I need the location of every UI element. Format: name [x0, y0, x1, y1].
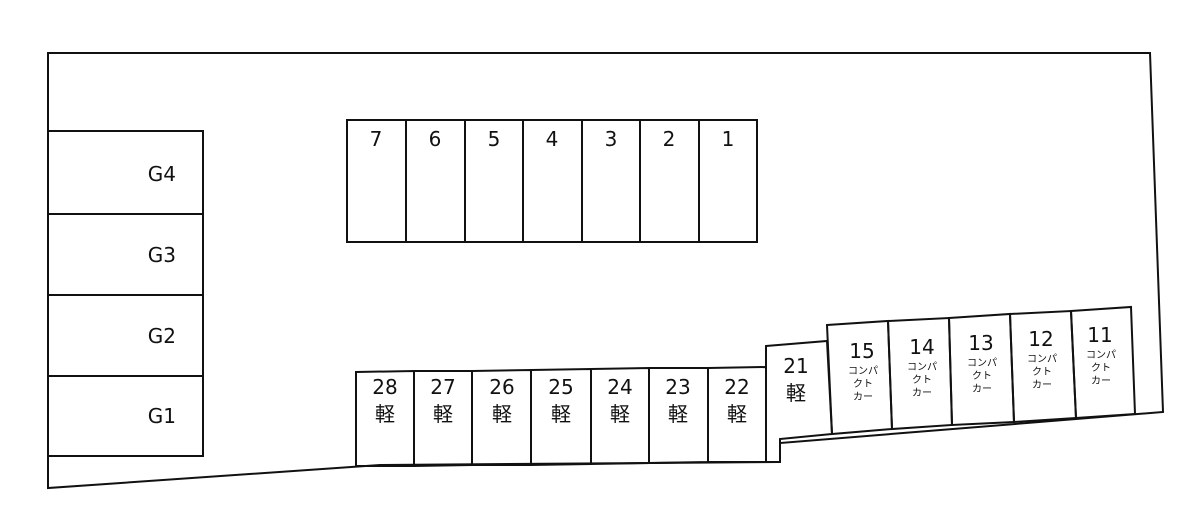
parking-space-15 — [825, 319, 894, 436]
garage-label-g2: G2 — [148, 324, 176, 348]
space-type-12-line1: コンパ — [1027, 353, 1057, 365]
space-type-15-line2: クト — [853, 378, 873, 390]
space-label-11: 11 — [1087, 323, 1112, 347]
garage-label-g3: G3 — [148, 243, 176, 267]
space-label-24: 24 — [607, 375, 632, 399]
space-type-14-line3: カー — [912, 387, 932, 399]
space-label-22: 22 — [724, 375, 749, 399]
top-row-spaces: 7 6 5 4 3 2 1 — [346, 119, 758, 243]
space-label-21: 21 — [783, 354, 808, 378]
compact-row-spaces: 15 コンパ クト カー 14 コンパ クト カー 13 コンパ クト カー 1… — [825, 305, 1137, 436]
space-label-4: 4 — [546, 127, 559, 151]
garage-block: G4 G3 G2 G1 — [48, 130, 204, 457]
space-type-28: 軽 — [375, 402, 395, 426]
space-label-25: 25 — [548, 375, 573, 399]
space-type-11-line1: コンパ — [1086, 349, 1116, 361]
space-type-14-line1: コンパ — [907, 361, 937, 373]
space-type-24: 軽 — [610, 402, 630, 426]
space-type-22: 軽 — [727, 402, 747, 426]
space-type-14-line2: クト — [912, 374, 932, 386]
space-label-2: 2 — [663, 127, 676, 151]
space-type-13-line3: カー — [972, 383, 992, 395]
garage-outline — [48, 130, 204, 457]
space-label-26: 26 — [489, 375, 514, 399]
space-label-7: 7 — [370, 127, 383, 151]
space-label-23: 23 — [665, 375, 690, 399]
space-type-12-line2: クト — [1032, 366, 1052, 378]
parking-space-11 — [1069, 305, 1137, 420]
space-label-3: 3 — [605, 127, 618, 151]
parking-space-1 — [698, 119, 758, 243]
space-label-5: 5 — [488, 127, 501, 151]
space-label-28: 28 — [372, 375, 397, 399]
space-type-26: 軽 — [492, 402, 512, 426]
garage-label-g1: G1 — [148, 404, 176, 428]
space-type-15-line1: コンパ — [848, 365, 878, 377]
space-type-27: 軽 — [433, 402, 453, 426]
space-type-15-line3: カー — [853, 391, 873, 403]
space-type-12-line3: カー — [1032, 379, 1052, 391]
space-label-14: 14 — [909, 335, 934, 359]
space-type-13-line2: クト — [972, 370, 992, 382]
space-label-1: 1 — [722, 127, 735, 151]
space-type-13-line1: コンパ — [967, 357, 997, 369]
space-label-6: 6 — [429, 127, 442, 151]
kei-row-spaces: 28 軽 27 軽 26 軽 25 軽 24 軽 23 軽 22 軽 — [355, 365, 767, 468]
space-label-13: 13 — [968, 331, 993, 355]
space-type-23: 軽 — [668, 402, 688, 426]
space-label-12: 12 — [1028, 327, 1053, 351]
space-type-25: 軽 — [551, 402, 571, 426]
space-type-11-line2: クト — [1091, 362, 1111, 374]
space-type-11-line3: カー — [1091, 375, 1111, 387]
space-type-21: 軽 — [786, 381, 806, 405]
space-label-27: 27 — [430, 375, 455, 399]
space-label-15: 15 — [849, 339, 874, 363]
space-21-group: 21 軽 — [765, 339, 834, 463]
garage-label-g4: G4 — [148, 162, 176, 186]
